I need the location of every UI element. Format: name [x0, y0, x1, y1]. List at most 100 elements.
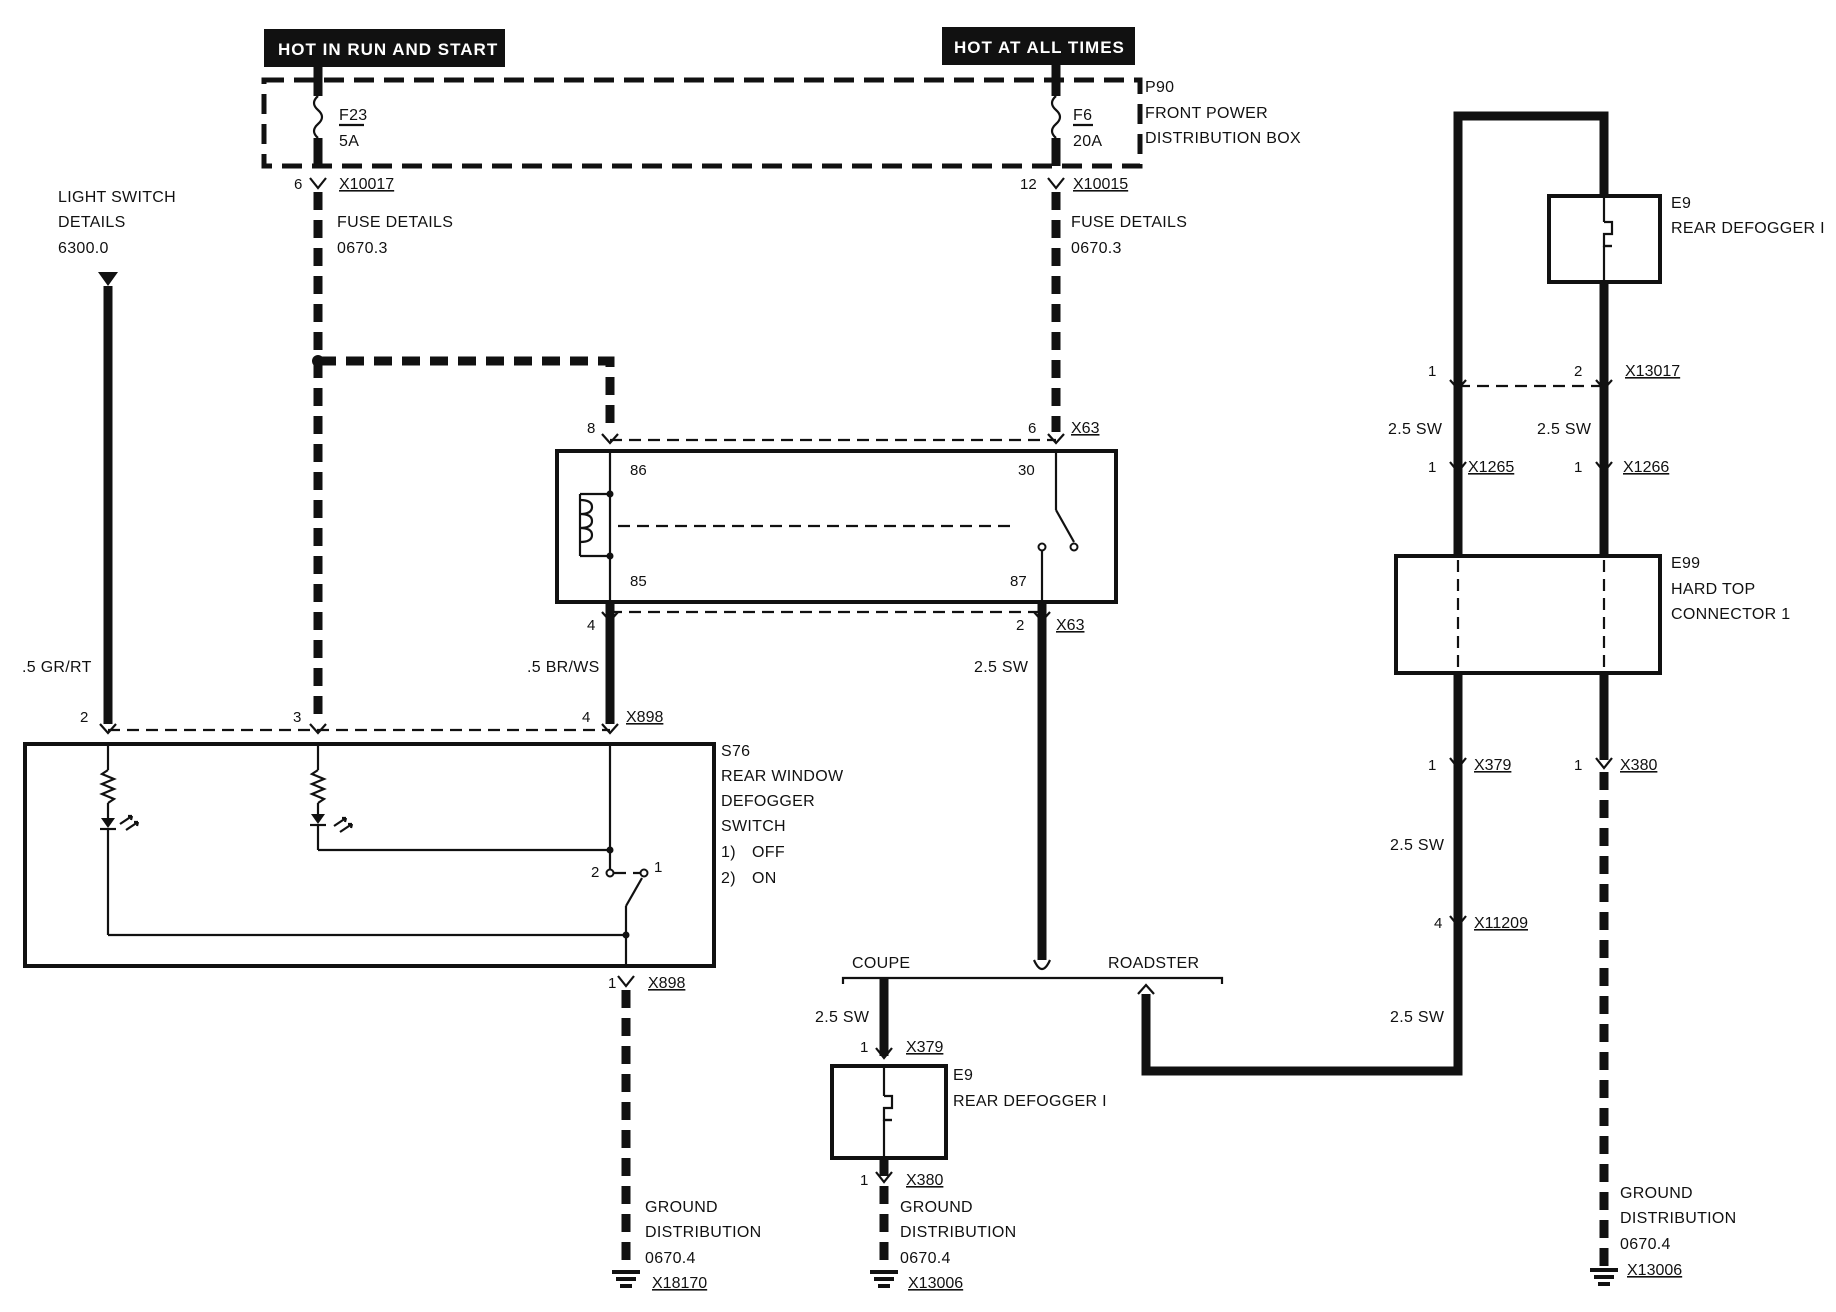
branch-coupe: COUPE — [852, 955, 910, 972]
s76-led-left-icon — [99, 744, 140, 935]
f6-connector: X10015 — [1073, 176, 1128, 193]
s76-out-pin: 1 — [608, 975, 616, 992]
x379-mark — [1449, 757, 1467, 770]
k9-coil-icon — [578, 452, 614, 600]
branch-bar — [841, 976, 1224, 984]
s76-id: S76 — [721, 743, 750, 760]
wire-gr-rt-label: .5 GR/RT — [22, 659, 92, 676]
x379-conn: X379 — [1474, 757, 1511, 774]
hot-run-start-banner: HOT IN RUN AND START — [264, 29, 505, 67]
x11209-pin: 4 — [1434, 915, 1442, 932]
x1266-conn: X1266 — [1623, 459, 1669, 476]
s76-sw-pin1: 1 — [654, 859, 662, 876]
s76-line1: REAR WINDOW — [721, 768, 844, 785]
e9-coupe-conn-top: X379 — [906, 1039, 943, 1056]
e99-hardtop-box — [1394, 554, 1662, 675]
p90-id: P90 — [1145, 79, 1174, 96]
s76-opt2: ON — [752, 870, 777, 887]
k9-t87: 87 — [1010, 573, 1027, 590]
x1266-mark — [1595, 461, 1613, 474]
s76-opt2-num: 2) — [721, 870, 736, 887]
wire-sw-e9-left-label: 2.5 SW — [1388, 421, 1443, 438]
e9-coupe-gnd1: GROUND — [900, 1199, 973, 1216]
s76-pin4: 4 — [582, 709, 590, 726]
x11209-mark — [1449, 915, 1467, 928]
x1265-conn: X1265 — [1468, 459, 1514, 476]
x11209-conn: X11209 — [1474, 915, 1528, 932]
wire-sw-relay-label: 2.5 SW — [974, 659, 1029, 676]
x1266-pin: 1 — [1574, 459, 1582, 476]
k9-conn-bottom: X63 — [1056, 617, 1085, 634]
s76-switch-contact-icon — [108, 744, 649, 966]
s76-pin2-mark — [99, 723, 117, 735]
s76-sw-pin2: 2 — [591, 864, 599, 881]
e9-coupe-conn-bottom: X380 — [906, 1172, 943, 1189]
p90-line2: DISTRIBUTION BOX — [1145, 130, 1301, 147]
f23-connector: X10017 — [339, 176, 394, 193]
fuse-f23-id: F23 — [339, 107, 367, 124]
k9-pin4: 4 — [587, 617, 595, 634]
k9-contact-icon — [1037, 452, 1079, 602]
ground-left-conn: X18170 — [652, 1275, 707, 1292]
k9-pin8: 8 — [587, 420, 595, 437]
ground-right-icon — [1590, 1268, 1618, 1286]
wire-sw-x379-label: 2.5 SW — [1390, 837, 1445, 854]
light-switch-line2: DETAILS — [58, 214, 126, 231]
e9-coupe-box — [830, 1064, 948, 1160]
s76-out-conn: X898 — [648, 975, 685, 992]
e9-coupe-id: E9 — [953, 1067, 973, 1084]
wire-roadster — [1141, 924, 1463, 1076]
k9-pin8-mark — [601, 433, 619, 445]
s76-conn: X898 — [626, 709, 663, 726]
ground-left-icon — [612, 1270, 640, 1288]
e9-coupe-gnd-conn: X13006 — [908, 1275, 963, 1292]
s76-line2: DEFOGGER — [721, 793, 815, 810]
x13017-pin2: 2 — [1574, 363, 1582, 380]
wire-sw-x11209-label: 2.5 SW — [1390, 1009, 1445, 1026]
e99-line1: HARD TOP — [1671, 581, 1756, 598]
k9-t86: 86 — [630, 462, 647, 479]
k9-conn-top: X63 — [1071, 420, 1100, 437]
e9-roadster-name: REAR DEFOGGER I — [1671, 220, 1825, 237]
k9-pin2: 2 — [1016, 617, 1024, 634]
f6-pin: 12 — [1020, 176, 1037, 193]
hot-run-start-label: HOT IN RUN AND START — [278, 40, 498, 59]
fuse-f6-id: F6 — [1073, 107, 1092, 124]
wire-f23-to-k9-86 — [318, 356, 615, 432]
light-switch-line1: LIGHT SWITCH — [58, 189, 176, 206]
k9-pin6: 6 — [1028, 420, 1036, 437]
f23-details2: 0670.3 — [337, 240, 388, 257]
e9-coupe-bottom-mark — [875, 1171, 893, 1184]
x1265-pin: 1 — [1428, 459, 1436, 476]
ground-coupe-icon — [870, 1270, 898, 1288]
x13017-pin1: 1 — [1428, 363, 1436, 380]
f23-pin: 6 — [294, 176, 302, 193]
ground-left-line1: GROUND — [645, 1199, 718, 1216]
x380-pin: 1 — [1574, 757, 1582, 774]
x10017-connector-mark — [309, 177, 327, 190]
e9-coupe-gnd3: 0670.4 — [900, 1250, 951, 1267]
s76-pin3-mark — [309, 723, 327, 735]
f6-details1: FUSE DETAILS — [1071, 214, 1187, 231]
x13017-pin2-mark — [1595, 379, 1613, 391]
x380-mark — [1595, 757, 1613, 770]
p90-line1: FRONT POWER — [1145, 105, 1268, 122]
s76-pin2: 2 — [80, 709, 88, 726]
fuse-f23: F23 5A — [312, 67, 367, 166]
branch-roadster: ROADSTER — [1108, 955, 1199, 972]
e9-roadster-id: E9 — [1671, 195, 1691, 212]
s76-pin3: 3 — [293, 709, 301, 726]
k9-t30: 30 — [1018, 462, 1035, 479]
k9-t85: 85 — [630, 573, 647, 590]
k9-pin6-mark — [1047, 433, 1065, 445]
e9-coupe-heater-icon — [882, 1066, 894, 1158]
x10015-connector-mark — [1047, 177, 1065, 190]
hot-all-times-label: HOT AT ALL TIMES — [954, 38, 1125, 57]
hardtop-gnd3: 0670.4 — [1620, 1236, 1671, 1253]
e9-coupe-pin-bottom: 1 — [860, 1172, 868, 1189]
e99-line2: CONNECTOR 1 — [1671, 606, 1790, 623]
s76-pin4-mark — [601, 723, 619, 735]
s76-opt1-num: 1) — [721, 844, 736, 861]
s76-out-mark — [617, 975, 635, 988]
e9-coupe-pin-top: 1 — [860, 1039, 868, 1056]
